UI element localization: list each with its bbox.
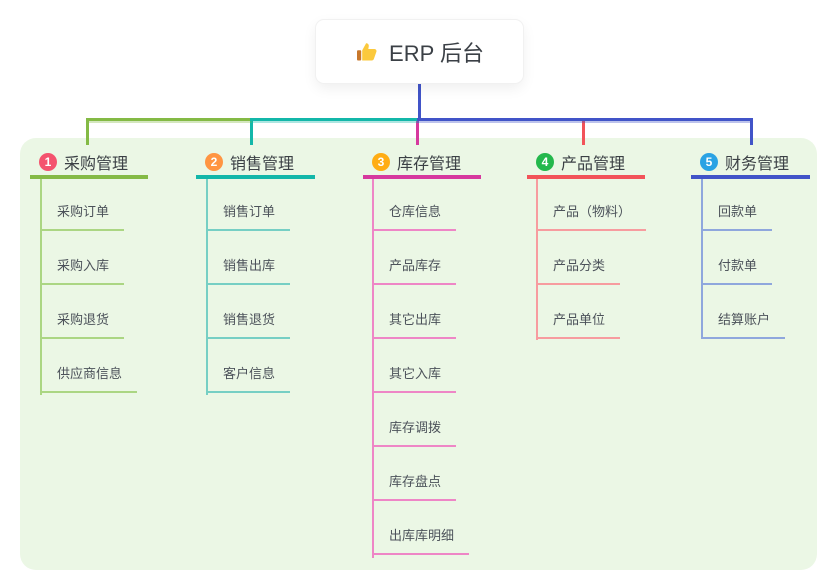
mindmap-item[interactable]: 销售出库: [206, 231, 291, 285]
branch-item-list: 回款单 付款单 结算账户: [701, 177, 786, 339]
item-label: 结算账户: [701, 309, 786, 339]
item-label: 回款单: [701, 201, 773, 231]
drop-line-branch3: [416, 120, 419, 145]
branch-rail-line: [536, 179, 538, 340]
root-connector-line: [418, 83, 421, 120]
item-label: 产品单位: [536, 309, 621, 339]
mindmap-item[interactable]: 供应商信息: [40, 339, 138, 393]
branch-label: 产品管理: [561, 155, 626, 173]
mindmap-item[interactable]: 产品（物料）: [536, 177, 647, 231]
branch-rail-line: [701, 179, 703, 339]
branch-label: 销售管理: [230, 155, 295, 173]
item-label: 其它入库: [372, 363, 457, 393]
item-label: 出库库明细: [372, 525, 470, 555]
mindmap-item[interactable]: 其它出库: [372, 285, 457, 339]
branch-node-finance[interactable]: 5 财务管理: [691, 152, 810, 179]
mindmap-item[interactable]: 客户信息: [206, 339, 291, 393]
mindmap-item[interactable]: 其它入库: [372, 339, 457, 393]
branch-node-product[interactable]: 4 产品管理: [527, 152, 645, 179]
mindmap-item[interactable]: 销售订单: [206, 177, 291, 231]
mindmap-item[interactable]: 采购入库: [40, 231, 125, 285]
item-label: 库存盘点: [372, 471, 457, 501]
drop-line-branch5: [750, 118, 753, 145]
branch-node-purchase[interactable]: 1 采购管理: [30, 152, 148, 179]
branch-number-badge: 2: [205, 152, 223, 171]
item-label: 付款单: [701, 255, 773, 285]
bus-line-branch5: [417, 118, 753, 121]
mindmap-item[interactable]: 采购退货: [40, 285, 125, 339]
branch-node-inventory[interactable]: 3 库存管理: [363, 152, 481, 179]
item-label: 销售出库: [206, 255, 291, 285]
mindmap-item[interactable]: 库存调拨: [372, 393, 457, 447]
item-label: 采购订单: [40, 201, 125, 231]
thumbs-up-icon: [355, 40, 379, 64]
mindmap-item[interactable]: 出库库明细: [372, 501, 470, 555]
bus-line-branch2: [250, 118, 419, 121]
branch-rail-line: [40, 179, 42, 395]
mindmap-item[interactable]: 产品分类: [536, 231, 621, 285]
branch-label: 财务管理: [725, 155, 790, 173]
branch-rail-line: [206, 179, 208, 395]
mindmap-item[interactable]: 结算账户: [701, 285, 786, 339]
mindmap-item[interactable]: 回款单: [701, 177, 773, 231]
mindmap-item[interactable]: 付款单: [701, 231, 773, 285]
item-label: 产品分类: [536, 255, 621, 285]
root-node-label: ERP 后台: [389, 40, 484, 66]
item-label: 产品（物料）: [536, 201, 647, 231]
branch-number-badge: 5: [700, 152, 718, 171]
branch-item-list: 仓库信息 产品库存 其它出库 其它入库 库存调拨 库存盘点 出库库明细: [372, 177, 470, 555]
branch-label: 库存管理: [397, 155, 462, 173]
mindmap-item[interactable]: 采购订单: [40, 177, 125, 231]
mindmap-item[interactable]: 产品单位: [536, 285, 621, 339]
item-label: 其它出库: [372, 309, 457, 339]
branch-number-badge: 1: [39, 152, 57, 171]
mindmap-item[interactable]: 销售退货: [206, 285, 291, 339]
bus-line-branch1: [86, 118, 252, 121]
branch-label: 采购管理: [64, 155, 129, 173]
mindmap-background-panel: [20, 138, 817, 570]
item-label: 销售退货: [206, 309, 291, 339]
item-label: 供应商信息: [40, 363, 138, 393]
branch-number-badge: 3: [372, 152, 390, 171]
branch-item-list: 销售订单 销售出库 销售退货 客户信息: [206, 177, 291, 393]
item-label: 销售订单: [206, 201, 291, 231]
drop-line-branch4: [582, 121, 585, 145]
branch-number-badge: 4: [536, 152, 554, 171]
mindmap-item[interactable]: 库存盘点: [372, 447, 457, 501]
branch-rail-line: [372, 179, 374, 558]
branch-item-list: 产品（物料） 产品分类 产品单位: [536, 177, 647, 339]
item-label: 库存调拨: [372, 417, 457, 447]
item-label: 客户信息: [206, 363, 291, 393]
branch-node-sales[interactable]: 2 销售管理: [196, 152, 315, 179]
drop-line-branch2: [250, 118, 253, 145]
drop-line-branch1: [86, 118, 89, 145]
item-label: 仓库信息: [372, 201, 457, 231]
mindmap-item[interactable]: 仓库信息: [372, 177, 457, 231]
item-label: 采购入库: [40, 255, 125, 285]
mindmap-item[interactable]: 产品库存: [372, 231, 457, 285]
item-label: 采购退货: [40, 309, 125, 339]
branch-item-list: 采购订单 采购入库 采购退货 供应商信息: [40, 177, 138, 393]
root-node-erp[interactable]: ERP 后台: [316, 20, 523, 83]
item-label: 产品库存: [372, 255, 457, 285]
